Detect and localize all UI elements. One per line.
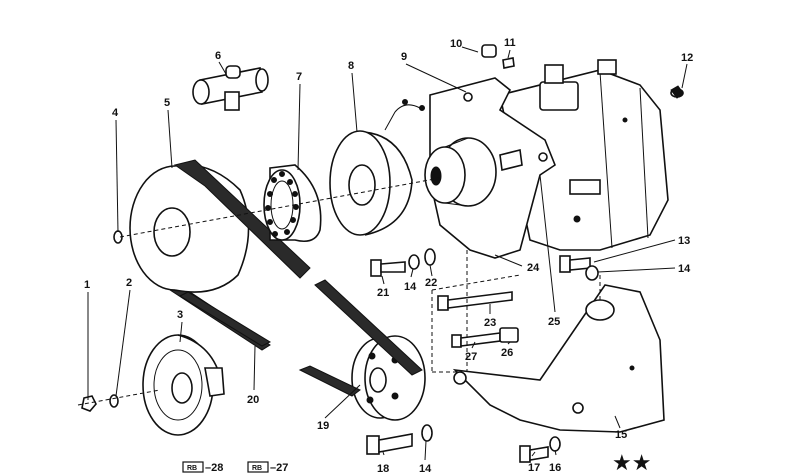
callout-3: 3	[177, 309, 183, 321]
callout-16: 16	[549, 462, 561, 473]
callout-1: 1	[84, 279, 90, 291]
callout-labels: 1 2 3 4 5 6 7 8 9 10 11 12 13 14 14 14 1…	[84, 37, 693, 473]
callout-14-right: 14	[678, 263, 691, 275]
callout-22: 22	[425, 277, 437, 289]
callout-26: 26	[501, 347, 513, 359]
callout-14-mid: 14	[404, 281, 417, 293]
callout-5: 5	[164, 97, 170, 109]
small-parts-top	[481, 44, 684, 99]
bearing-7	[263, 164, 322, 243]
center-lines	[77, 177, 601, 406]
magnetic-coil-8	[329, 99, 425, 236]
service-valve-6	[192, 65, 269, 111]
callout-8: 8	[348, 60, 354, 72]
callout-23: 23	[484, 317, 496, 329]
callout-2: 2	[126, 277, 132, 289]
compressor-clutch-hub	[424, 137, 523, 207]
callout-6: 6	[215, 50, 221, 62]
callout-25: 25	[548, 316, 560, 328]
compressor-body	[499, 59, 669, 251]
callout-19: 19	[317, 420, 329, 432]
reference-rb-27: RB –27	[247, 461, 288, 473]
reference-rb-27-text: –27	[270, 462, 288, 473]
callout-15: 15	[615, 429, 627, 441]
crank-pulley-3	[142, 334, 225, 436]
callout-7: 7	[296, 71, 302, 83]
v-belt-lower	[178, 291, 272, 347]
hardware	[81, 230, 599, 463]
reference-rb-28-text: –28	[205, 462, 223, 473]
callout-18: 18	[377, 463, 389, 473]
callout-14-bottom: 14	[419, 463, 432, 473]
mounting-bracket-15	[452, 284, 665, 433]
callout-13: 13	[678, 235, 690, 247]
callout-9: 9	[401, 51, 407, 63]
idler-pulley-19	[298, 279, 426, 421]
callout-17: 17	[528, 462, 540, 473]
callout-10: 10	[450, 38, 462, 50]
callout-20: 20	[247, 394, 259, 406]
reference-rb-28: RB –28	[182, 461, 223, 473]
reference-rb-27-box: RB	[252, 465, 262, 472]
callout-12: 12	[681, 52, 693, 64]
callout-27: 27	[465, 351, 477, 363]
star-marks: ★★	[612, 451, 651, 473]
reference-rb-28-box: RB	[187, 465, 197, 472]
callout-21: 21	[377, 287, 389, 299]
footer-references: RB –28 RB –27 ★★	[182, 451, 651, 473]
callout-4: 4	[112, 107, 119, 119]
callout-24: 24	[527, 262, 540, 274]
callout-11: 11	[504, 37, 516, 49]
pulley-5	[129, 164, 250, 293]
leader-lines	[87, 46, 688, 461]
